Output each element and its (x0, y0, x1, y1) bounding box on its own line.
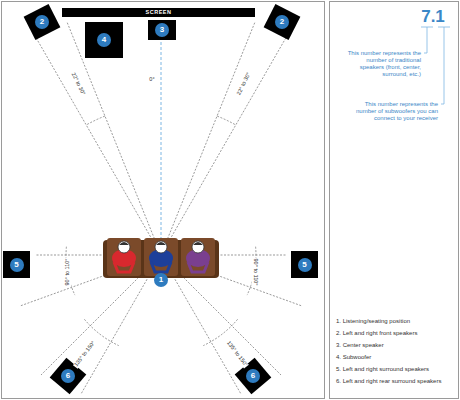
legend-item: 5. Left and right surround speakers (336, 366, 454, 373)
legend-panel (330, 2, 459, 399)
channel-count: 7.1 (421, 8, 445, 25)
angle-lines (20, 22, 302, 394)
legend-item: 2. Left and right front speakers (336, 330, 454, 337)
angle-label: 22° to 30° (236, 71, 252, 97)
callout-text: 6 (251, 372, 255, 380)
explanation-note: This number represents the number of tra… (345, 50, 421, 78)
center-axis (161, 40, 162, 245)
bracket-lines (421, 27, 450, 104)
room-panel (2, 2, 325, 399)
legend-item: 6. Left and right rear surround speakers (336, 378, 454, 385)
callout-text: 2 (280, 18, 284, 26)
callout-number: 6 (246, 369, 260, 383)
screen-label: SCREEN (146, 10, 172, 16)
callout-text: 4 (102, 36, 106, 44)
legend-item: 4. Subwoofer (336, 354, 454, 361)
explanation-note: This number represents the number of sub… (355, 101, 438, 122)
callout-text: 1 (159, 276, 163, 284)
callout-text: 5 (302, 261, 306, 269)
angle-label: 90° to 110° (65, 257, 71, 286)
callout-text: 2 (40, 18, 44, 26)
angle-label: 0° (148, 77, 155, 83)
legend-item: 1. Listening/seating position (336, 318, 454, 325)
callout-number: 5 (10, 258, 24, 272)
angle-label: 90° to 110° (252, 257, 258, 286)
callout-number: 5 (298, 258, 312, 272)
speaker-boxes (3, 4, 318, 394)
callout-number: 2 (275, 15, 289, 29)
callout-number: 2 (35, 15, 49, 29)
callout-number: 3 (155, 23, 169, 37)
legend-item: 3. Center speaker (336, 342, 454, 349)
callout-number: 1 (154, 273, 168, 287)
angle-label: 135° to 150° (73, 339, 97, 368)
callout-text: 5 (14, 261, 18, 269)
screen-bar: SCREEN (62, 8, 255, 17)
callout-text: 3 (160, 26, 164, 34)
callout-number: 4 (97, 33, 111, 47)
callout-text: 6 (66, 372, 70, 380)
callout-number: 6 (61, 369, 75, 383)
angle-label: 135° to 150° (225, 339, 249, 368)
angle-label: 22° to 30° (70, 71, 86, 97)
seating (103, 238, 219, 278)
